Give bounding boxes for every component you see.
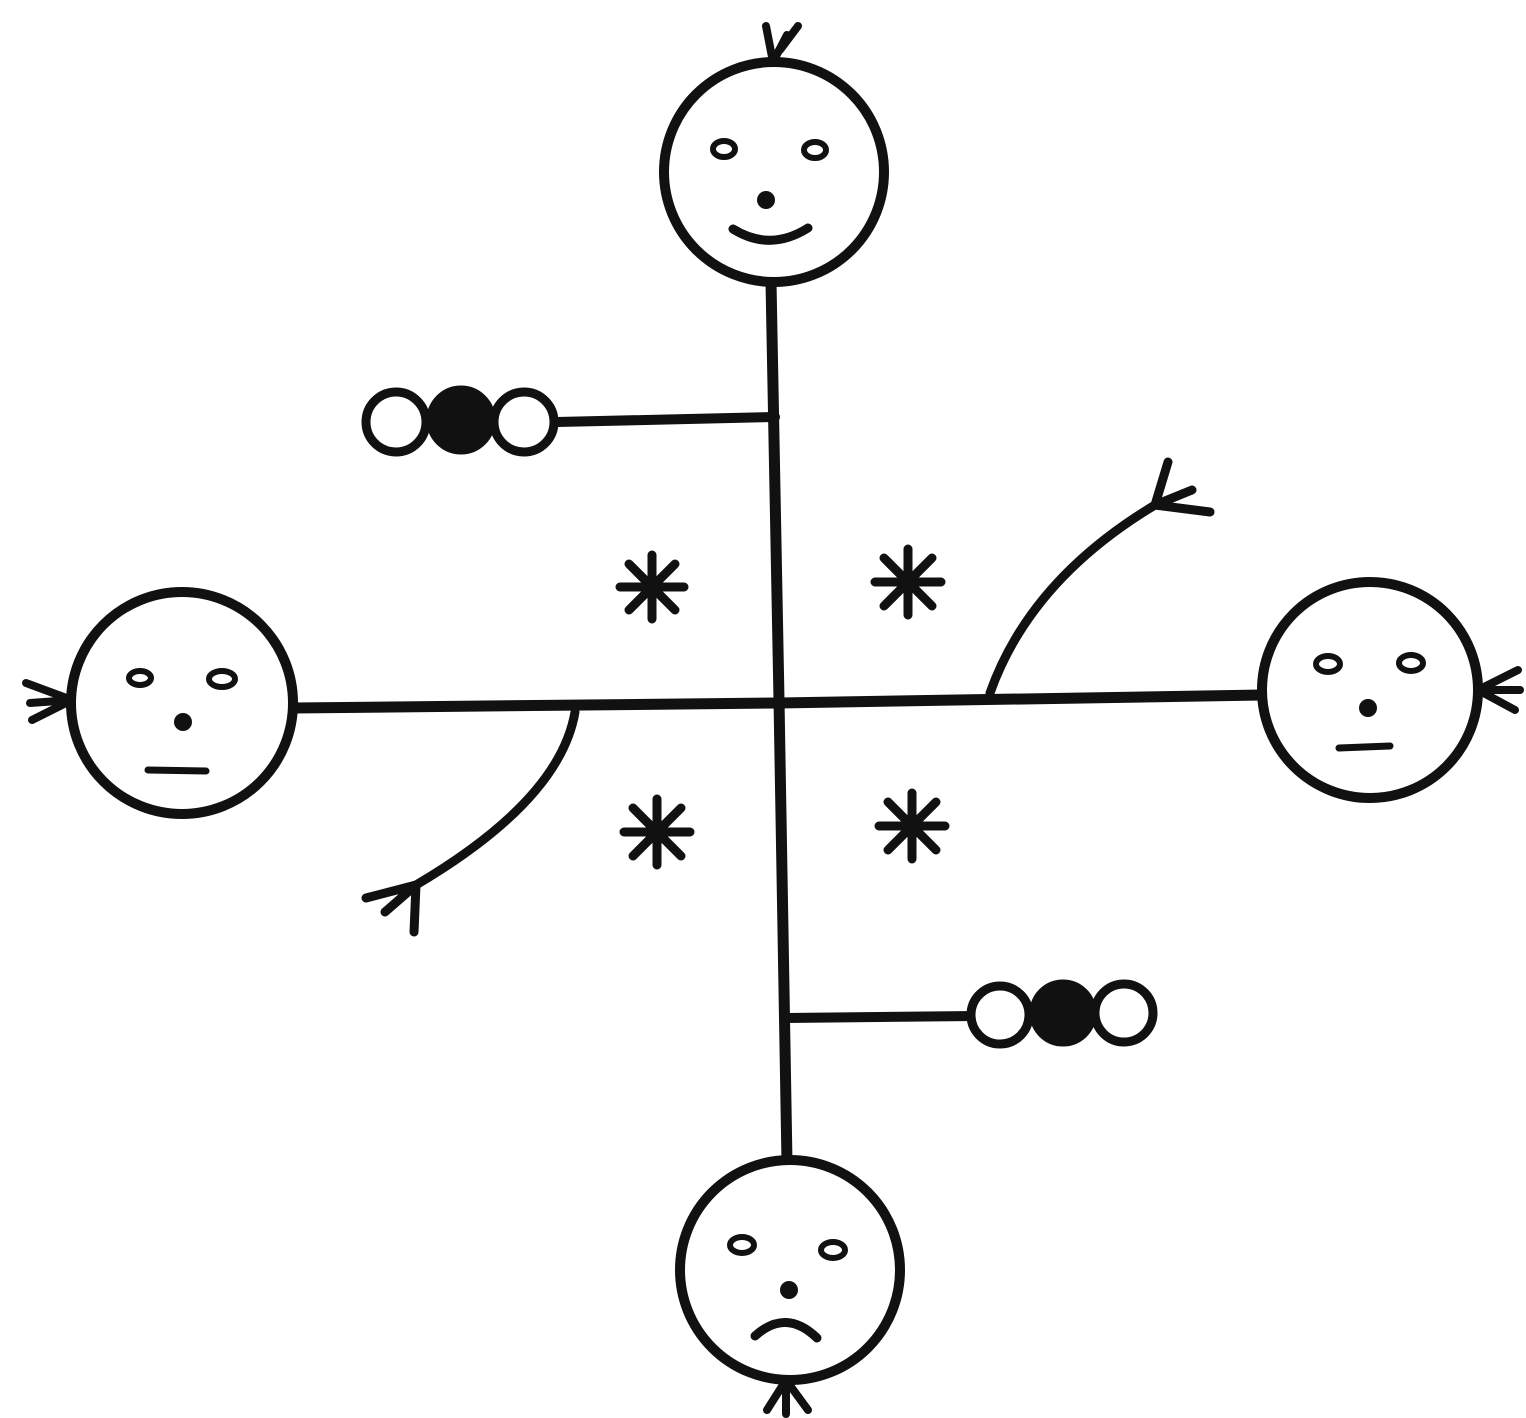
top-face-left-eye [713, 141, 735, 157]
left-face-right-eye [209, 671, 235, 687]
left-face-left-eye [129, 671, 151, 685]
right-face-tuft-icon [1478, 670, 1520, 710]
left-face-mouth [148, 770, 206, 771]
bottom-face-left-eye [730, 1237, 754, 1253]
right-face [1262, 582, 1520, 798]
upper-bead-right [494, 392, 554, 452]
top-face-tuft-icon [766, 26, 798, 62]
upper-right-branch-stem [990, 505, 1155, 693]
bottom-face-right-eye [821, 1242, 845, 1258]
lower-left-branch-stem [416, 712, 575, 885]
asterisk-icon [624, 799, 690, 865]
lower-bead-middle [1034, 984, 1092, 1042]
upper-right-branch-sprout-icon [1155, 462, 1210, 512]
top-face-head [664, 62, 884, 282]
left-face [26, 592, 293, 814]
upper-bead-middle [431, 390, 491, 450]
upper-right-branch [990, 462, 1210, 693]
left-face-tuft-icon [26, 683, 72, 720]
right-face-left-eye [1316, 656, 1340, 672]
right-face-mouth [1339, 746, 1390, 748]
asterisk-icon [875, 549, 941, 615]
bottom-face-tuft-icon [767, 1380, 808, 1414]
right-face-head [1262, 582, 1478, 798]
left-face-nose [174, 713, 192, 731]
lower-left-branch [366, 712, 575, 932]
right-face-right-eye [1399, 655, 1423, 671]
right-face-nose [1359, 699, 1377, 717]
left-face-head [71, 592, 293, 814]
upper-bead-group [366, 390, 775, 452]
top-face-nose [757, 191, 775, 209]
lower-bead-group [786, 984, 1153, 1044]
upper-bead-connector [557, 417, 775, 422]
top-face-right-eye [804, 142, 826, 158]
bottom-face-head [680, 1160, 900, 1380]
lower-bead-left [971, 986, 1029, 1044]
bottom-face-nose [780, 1281, 798, 1299]
lower-bead-right [1095, 984, 1153, 1042]
lower-bead-connector [786, 1016, 975, 1018]
bottom-face [680, 1160, 900, 1414]
top-face [664, 26, 884, 282]
asterisk-icon [620, 555, 684, 619]
lower-left-branch-sprout-icon [366, 885, 416, 932]
upper-bead-left [366, 392, 426, 452]
asterisk-icon [879, 793, 945, 859]
